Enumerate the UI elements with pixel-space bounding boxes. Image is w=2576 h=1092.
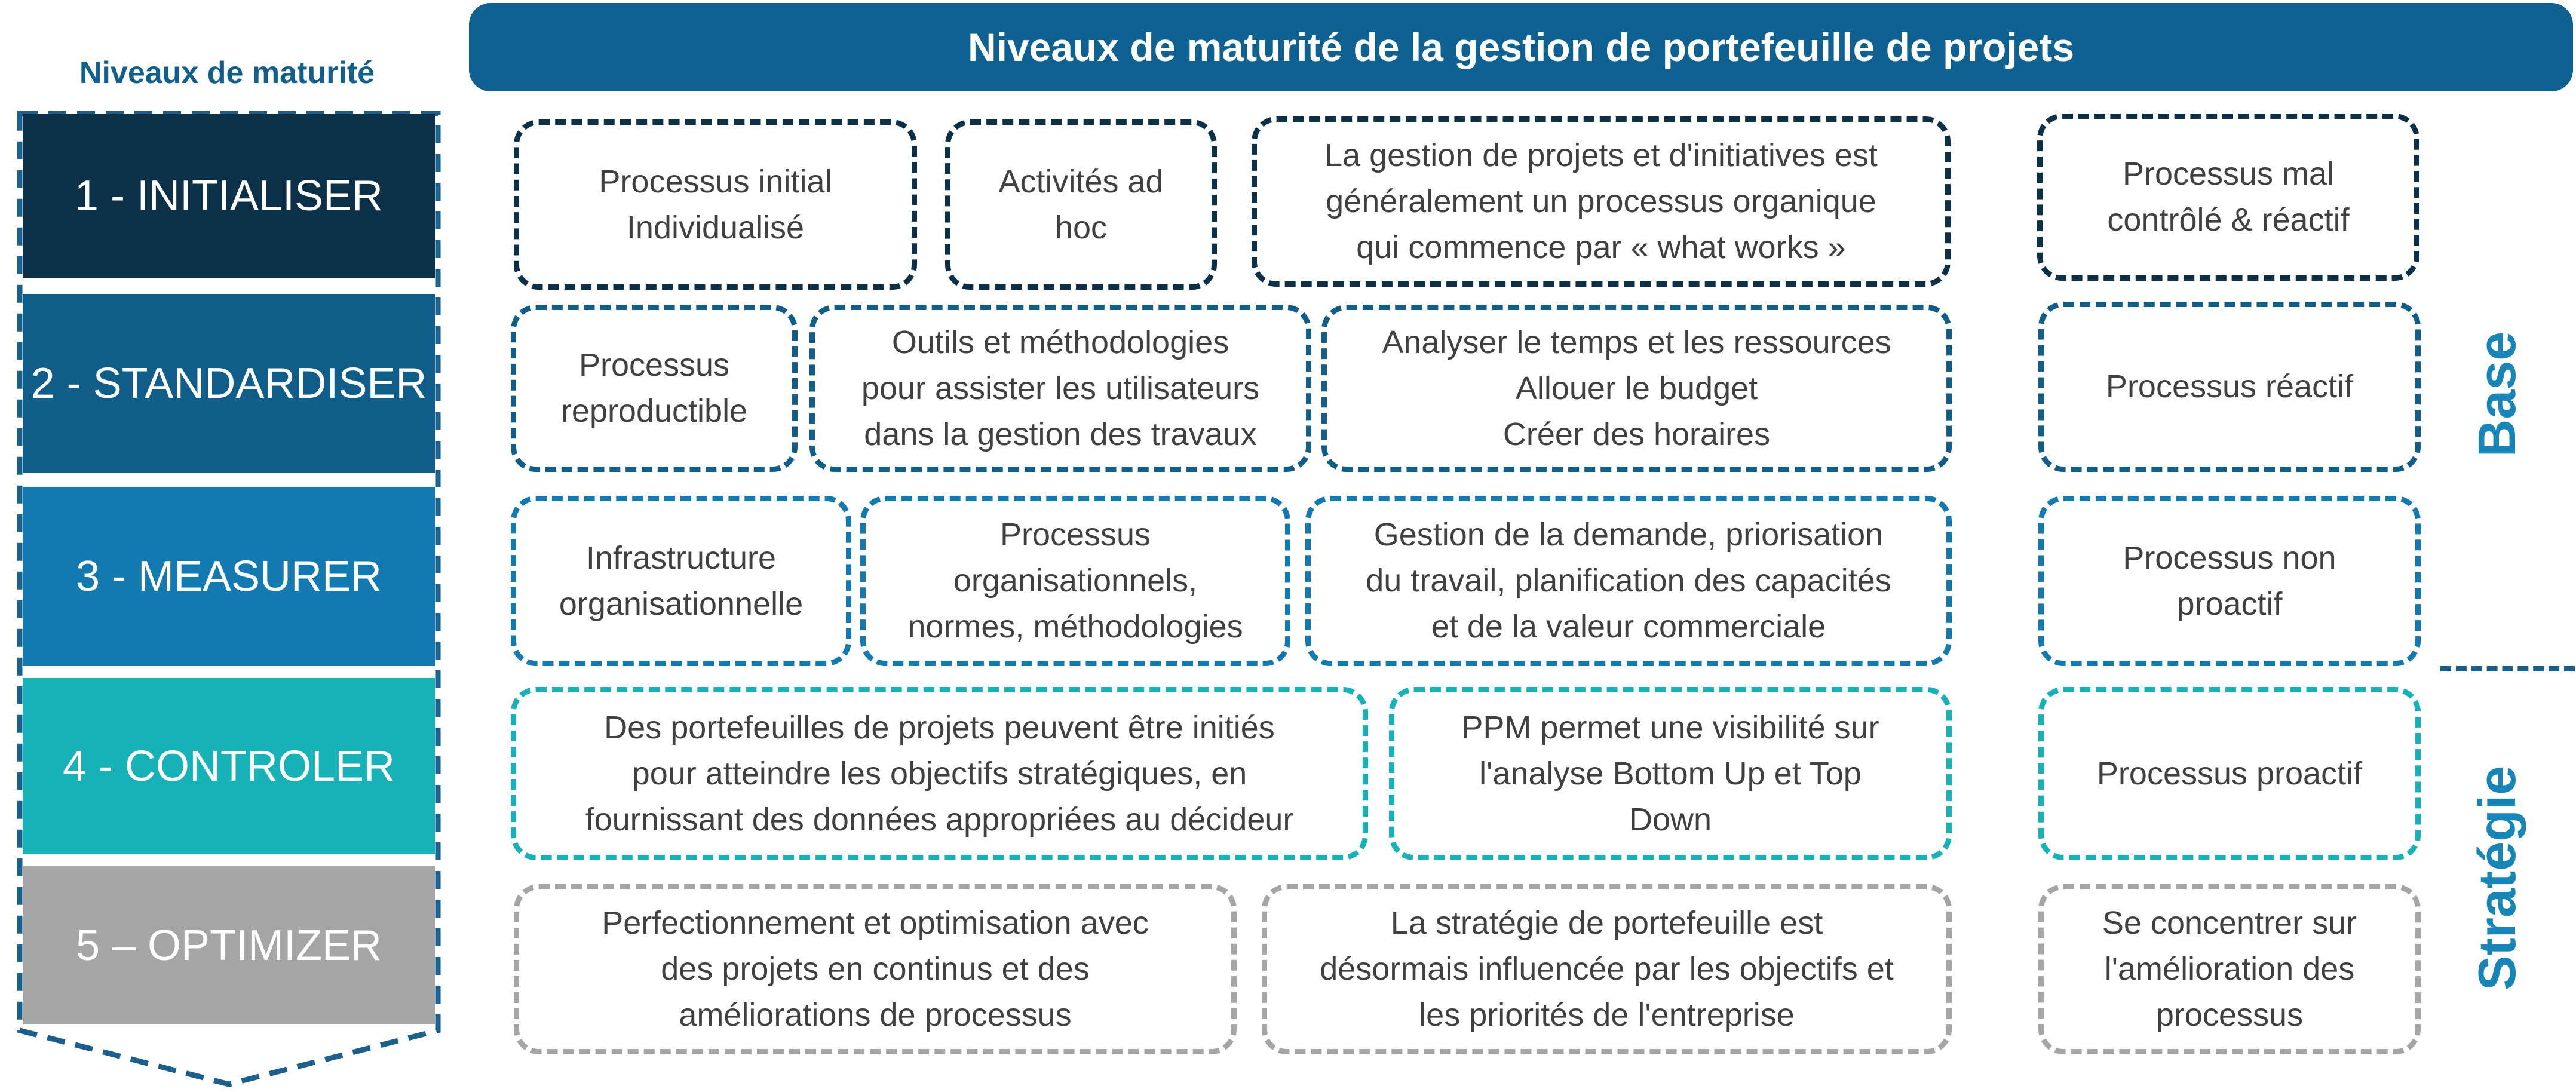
row-5-cell-1: Perfectionnement et optimisation avec de…	[514, 884, 1237, 1054]
row-3-cell-1: Infrastructure organisationnelle	[511, 496, 851, 666]
level-5-band: 5 – OPTIMIZER	[23, 866, 435, 1024]
row-4-cell-2: PPM permet une visibilité sur l'analyse …	[1389, 687, 1952, 860]
level-2-band: 2 - STANDARDISER	[23, 294, 435, 473]
level-1-band: 1 - INITIALISER	[23, 114, 435, 278]
row-3-cell-2: Processus organisationnels, normes, méth…	[860, 496, 1290, 666]
row-3-cell-3: Gestion de la demande, priorisation du t…	[1305, 496, 1952, 666]
row-3-summary: Processus non proactif	[2038, 496, 2421, 666]
row-1-cell-3: La gestion de projets et d'initiatives e…	[1252, 116, 1951, 287]
side-divider	[2440, 666, 2575, 671]
row-1-cell-2: Activités ad hoc	[945, 119, 1217, 290]
row-2-cell-2: Outils et méthodologies pour assister le…	[809, 305, 1311, 472]
level-3-band: 3 - MEASURER	[23, 487, 435, 666]
row-5-cell-2: La stratégie de portefeuille est désorma…	[1262, 884, 1952, 1054]
row-4-cell-1: Des portefeuilles de projets peuvent êtr…	[511, 687, 1368, 860]
row-2-cell-3: Analyser le temps et les ressources Allo…	[1321, 305, 1952, 472]
side-label-base: Base	[2467, 331, 2526, 458]
level-4-band: 4 - CONTROLER	[23, 678, 435, 854]
levels-column-title: Niveaux de maturité	[79, 56, 375, 90]
row-2-summary: Processus réactif	[2038, 302, 2421, 472]
row-1-summary: Processus mal contrôlé & réactif	[2037, 114, 2419, 281]
row-2-cell-1: Processus reproductible	[511, 305, 798, 472]
side-label-strategie: Stratégie	[2467, 765, 2526, 991]
diagram-header: Niveaux de maturité de la gestion de por…	[469, 3, 2573, 91]
row-1-cell-1: Processus initial Individualisé	[514, 119, 917, 290]
row-5-summary: Se concentrer sur l'amélioration des pro…	[2038, 884, 2421, 1054]
row-4-summary: Processus proactif	[2038, 687, 2421, 860]
